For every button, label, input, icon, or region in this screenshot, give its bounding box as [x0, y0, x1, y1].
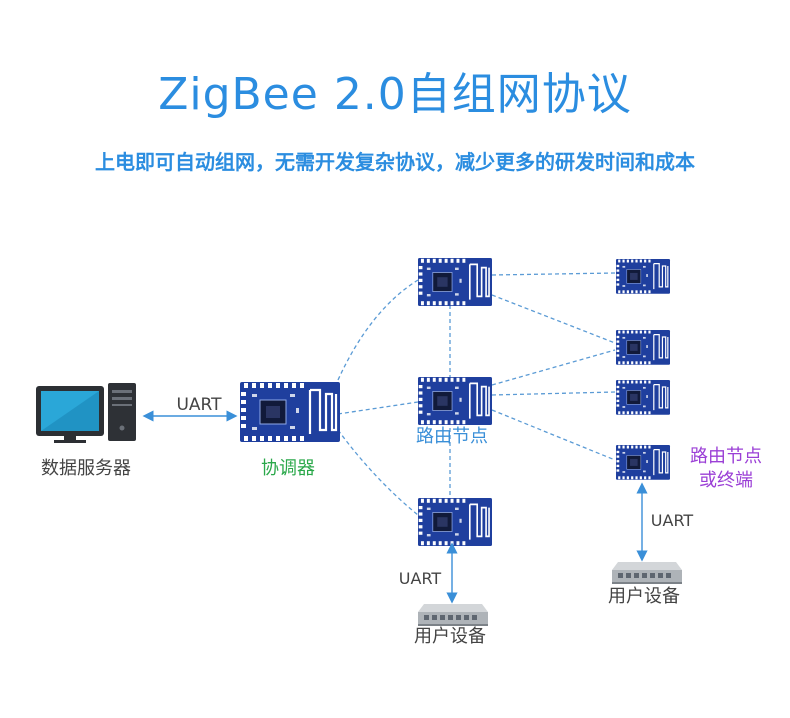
router-or-end-label-line1: 路由节点 [690, 446, 762, 467]
user-device-label-bottom: 用户设备 [414, 626, 486, 647]
link-coord-router-mid [337, 401, 419, 415]
uart-label-right: UART [651, 511, 694, 530]
link-coord-router-top [337, 279, 419, 381]
node-module-r3 [615, 379, 671, 416]
coordinator-label: 协调器 [261, 458, 315, 479]
network-links [337, 272, 616, 516]
user-device-icon-right [612, 562, 682, 584]
uart-label-server: UART [176, 395, 222, 415]
link-coord-router-bottom [337, 429, 419, 516]
link-top-r2 [491, 294, 616, 344]
server-icon [36, 383, 136, 443]
router-node-label: 路由节点 [416, 426, 488, 447]
coordinator-module [238, 380, 342, 444]
page-subtitle: 上电即可自动组网，无需开发复杂协议，减少更多的研发时间和成本 [95, 150, 695, 174]
router-module-bottom [417, 497, 493, 547]
page-title: ZigBee 2.0自组网协议 [158, 69, 632, 120]
link-mid-r2 [491, 349, 616, 386]
router-module-top [417, 257, 493, 307]
node-module-r1 [615, 258, 671, 295]
user-device-icon-bottom [418, 604, 488, 626]
node-module-r2 [615, 329, 671, 366]
router-or-end-label-line2: 或终端 [699, 470, 753, 491]
router-module-middle [417, 376, 493, 426]
link-top-r1 [491, 272, 616, 276]
user-device-label-right: 用户设备 [608, 586, 680, 607]
link-mid-r3 [491, 391, 616, 396]
link-mid-r4 [491, 409, 616, 461]
server-label: 数据服务器 [41, 458, 131, 479]
node-module-r4 [615, 444, 671, 481]
uart-label-bottom: UART [399, 569, 442, 588]
